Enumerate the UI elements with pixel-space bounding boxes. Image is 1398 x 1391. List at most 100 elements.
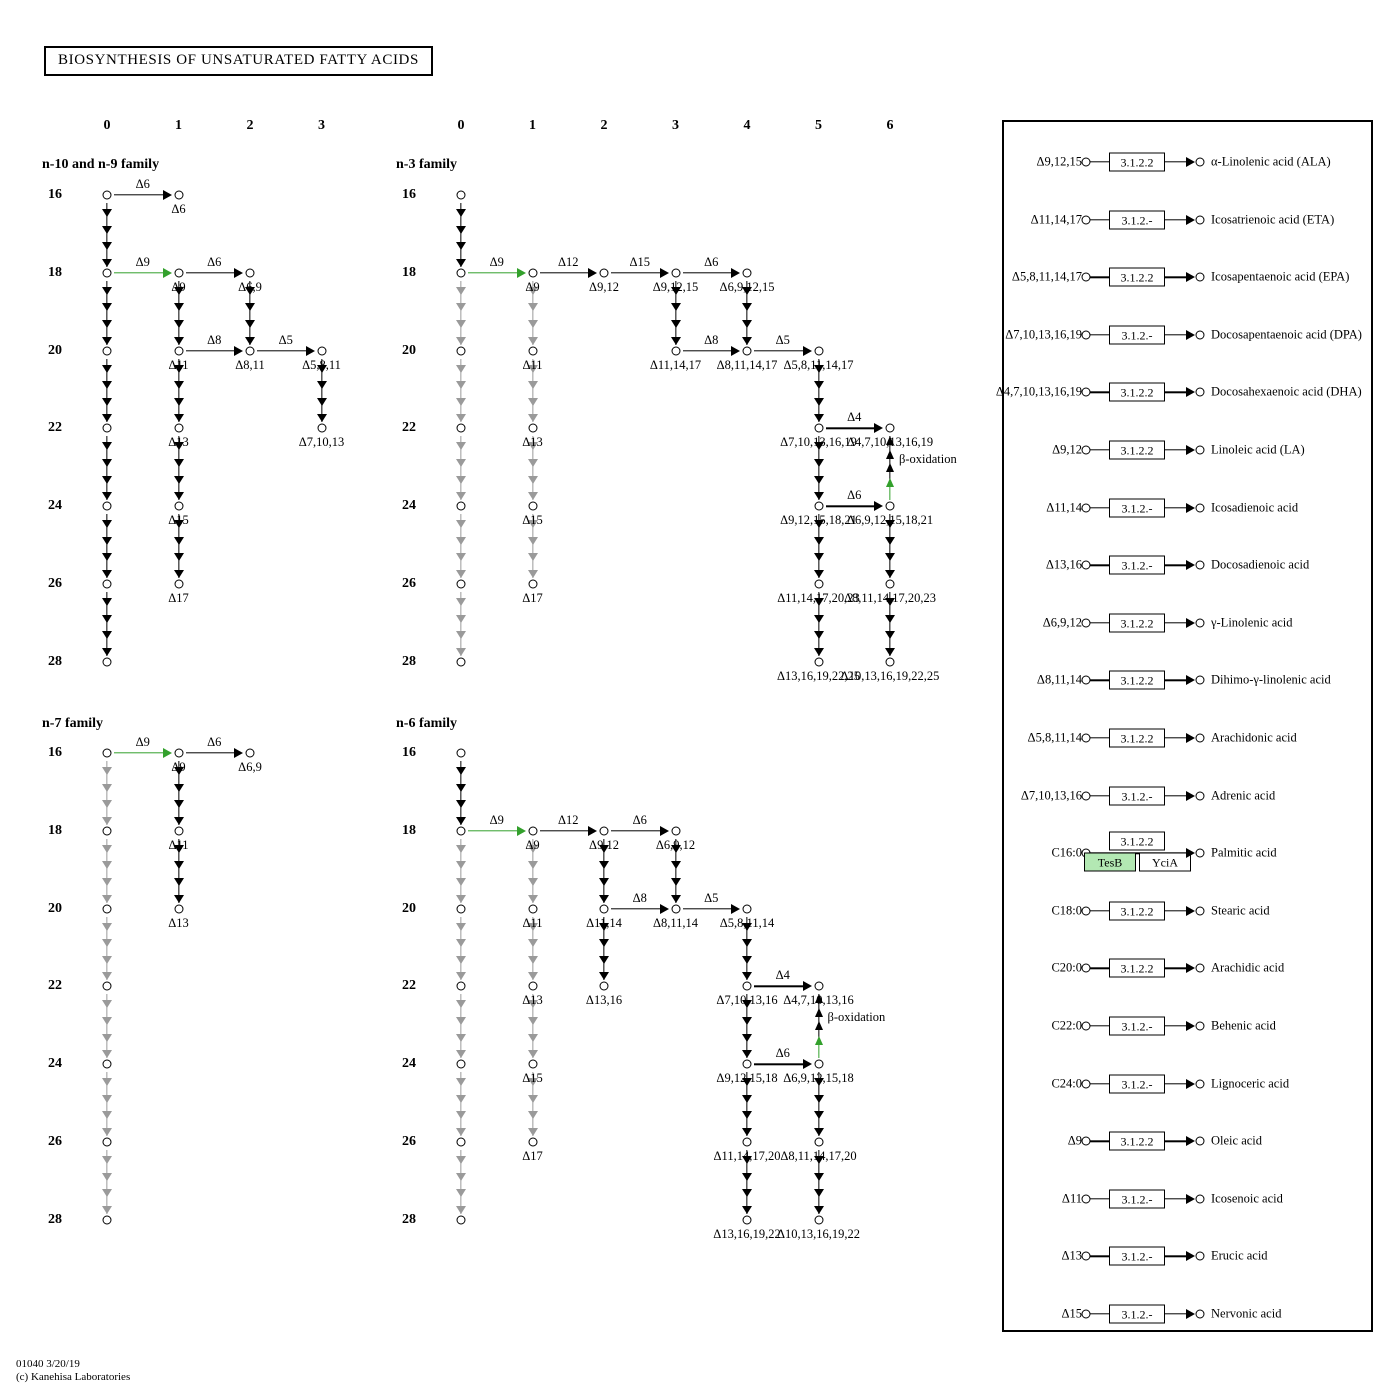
legend-ec-box[interactable]: 3.1.2.- <box>1109 1304 1165 1324</box>
compound-node[interactable] <box>102 657 112 667</box>
compound-node[interactable] <box>528 826 537 836</box>
compound-node[interactable] <box>456 981 466 991</box>
legend-product-node[interactable] <box>1195 1309 1205 1319</box>
compound-node[interactable] <box>528 501 537 511</box>
legend-product-node[interactable] <box>1195 733 1205 743</box>
legend-gene-box-tesb[interactable]: TesB <box>1084 852 1136 872</box>
legend-product-node[interactable] <box>1195 272 1205 282</box>
compound-node[interactable] <box>102 579 112 589</box>
compound-node[interactable] <box>102 190 112 200</box>
compound-node[interactable] <box>742 346 752 356</box>
compound-node[interactable] <box>528 579 537 589</box>
compound-node[interactable] <box>885 579 895 589</box>
compound-node[interactable] <box>671 826 680 836</box>
compound-node[interactable] <box>102 748 112 758</box>
compound-node[interactable] <box>528 268 537 278</box>
compound-node[interactable] <box>814 423 823 433</box>
compound-node[interactable] <box>102 423 112 433</box>
legend-product-node[interactable] <box>1195 906 1205 916</box>
legend-product-node[interactable] <box>1195 503 1205 513</box>
compound-node[interactable] <box>599 826 609 836</box>
compound-node[interactable] <box>317 423 326 433</box>
legend-product-node[interactable] <box>1195 1021 1205 1031</box>
compound-node[interactable] <box>245 748 255 758</box>
compound-node[interactable] <box>814 657 823 667</box>
compound-node[interactable] <box>599 981 609 991</box>
compound-node[interactable] <box>102 904 112 914</box>
compound-node[interactable] <box>528 981 537 991</box>
compound-node[interactable] <box>102 501 112 511</box>
legend-product-node[interactable] <box>1195 675 1205 685</box>
compound-node[interactable] <box>456 190 466 200</box>
compound-node[interactable] <box>671 346 680 356</box>
compound-node[interactable] <box>599 268 609 278</box>
compound-node[interactable] <box>742 904 752 914</box>
legend-product-node[interactable] <box>1195 560 1205 570</box>
legend-ec-box[interactable]: 3.1.2.2 <box>1109 670 1165 690</box>
legend-ec-box[interactable]: 3.1.2.2 <box>1109 613 1165 633</box>
compound-node[interactable] <box>456 579 466 589</box>
compound-node[interactable] <box>102 1137 112 1147</box>
compound-node[interactable] <box>528 904 537 914</box>
compound-node[interactable] <box>885 501 895 511</box>
compound-node[interactable] <box>742 1137 752 1147</box>
legend-ec-box[interactable]: 3.1.2.2 <box>1109 440 1165 460</box>
legend-ec-box[interactable]: 3.1.2.- <box>1109 498 1165 518</box>
compound-node[interactable] <box>456 1059 466 1069</box>
legend-ec-box[interactable]: 3.1.2.2 <box>1109 382 1165 402</box>
compound-node[interactable] <box>742 1059 752 1069</box>
compound-node[interactable] <box>102 826 112 836</box>
legend-ec-box[interactable]: 3.1.2.- <box>1109 210 1165 230</box>
compound-node[interactable] <box>174 579 183 589</box>
compound-node[interactable] <box>174 346 183 356</box>
compound-node[interactable] <box>456 1215 466 1225</box>
compound-node[interactable] <box>456 268 466 278</box>
compound-node[interactable] <box>456 904 466 914</box>
legend-ec-box[interactable]: 3.1.2.- <box>1109 1189 1165 1209</box>
legend-ec-box[interactable]: 3.1.2.- <box>1109 325 1165 345</box>
compound-node[interactable] <box>102 268 112 278</box>
compound-node[interactable] <box>742 1215 752 1225</box>
compound-node[interactable] <box>456 657 466 667</box>
legend-product-node[interactable] <box>1195 1251 1205 1261</box>
legend-product-node[interactable] <box>1195 1194 1205 1204</box>
compound-node[interactable] <box>885 657 895 667</box>
legend-ec-box[interactable]: 3.1.2.- <box>1109 1016 1165 1036</box>
legend-product-node[interactable] <box>1195 963 1205 973</box>
compound-node[interactable] <box>245 268 255 278</box>
compound-node[interactable] <box>742 268 752 278</box>
compound-node[interactable] <box>885 423 895 433</box>
compound-node[interactable] <box>528 346 537 356</box>
legend-product-node[interactable] <box>1195 330 1205 340</box>
legend-product-node[interactable] <box>1195 387 1205 397</box>
compound-node[interactable] <box>317 346 326 356</box>
compound-node[interactable] <box>174 904 183 914</box>
compound-node[interactable] <box>456 423 466 433</box>
compound-node[interactable] <box>814 1215 823 1225</box>
compound-node[interactable] <box>174 826 183 836</box>
legend-product-node[interactable] <box>1195 848 1205 858</box>
compound-node[interactable] <box>671 268 680 278</box>
compound-node[interactable] <box>174 501 183 511</box>
legend-product-node[interactable] <box>1195 1136 1205 1146</box>
compound-node[interactable] <box>742 981 752 991</box>
compound-node[interactable] <box>528 1059 537 1069</box>
compound-node[interactable] <box>671 904 680 914</box>
compound-node[interactable] <box>456 1137 466 1147</box>
legend-product-node[interactable] <box>1195 445 1205 455</box>
compound-node[interactable] <box>102 1059 112 1069</box>
compound-node[interactable] <box>102 346 112 356</box>
compound-node[interactable] <box>456 501 466 511</box>
legend-ec-box[interactable]: 3.1.2.2 <box>1109 901 1165 921</box>
legend-product-node[interactable] <box>1195 215 1205 225</box>
legend-ec-box[interactable]: 3.1.2.2 <box>1109 267 1165 287</box>
compound-node[interactable] <box>814 1137 823 1147</box>
compound-node[interactable] <box>456 826 466 836</box>
compound-node[interactable] <box>814 579 823 589</box>
compound-node[interactable] <box>814 1059 823 1069</box>
legend-ec-box[interactable]: 3.1.2.2 <box>1109 728 1165 748</box>
compound-node[interactable] <box>528 1137 537 1147</box>
compound-node[interactable] <box>814 981 823 991</box>
legend-ec-box[interactable]: 3.1.2.- <box>1109 786 1165 806</box>
compound-node[interactable] <box>174 268 183 278</box>
